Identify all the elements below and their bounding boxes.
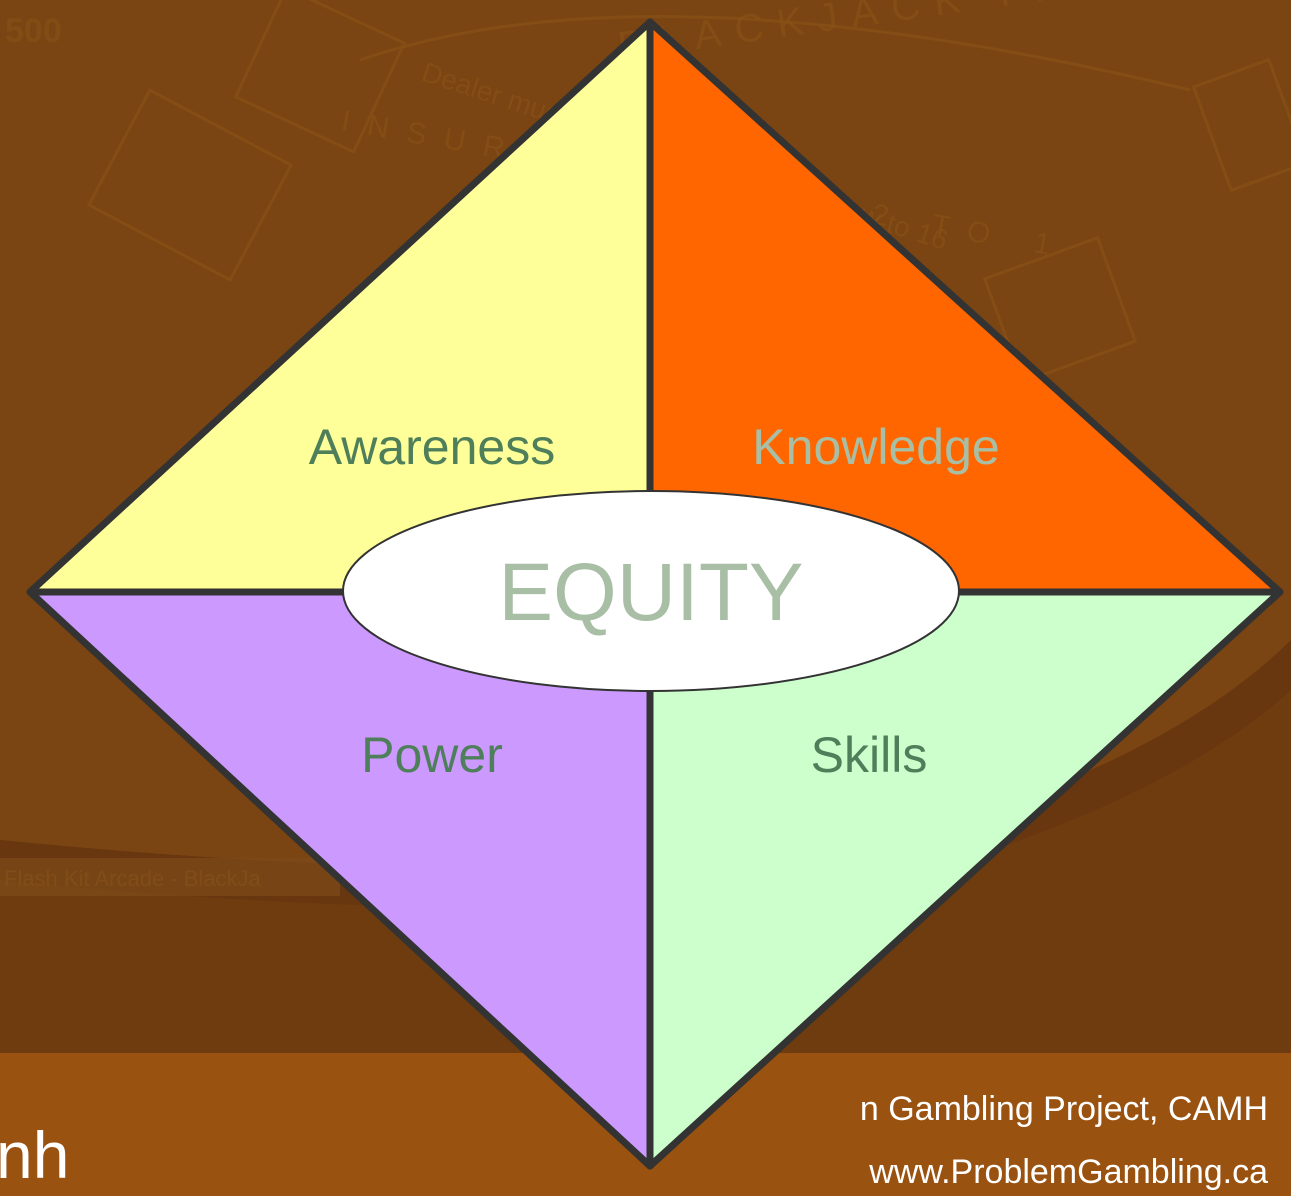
window-caption-bar <box>0 858 340 896</box>
felt-arc <box>359 15 1191 92</box>
knowledge-label: Knowledge <box>752 419 999 475</box>
window-caption: Flash Kit Arcade - BlackJa <box>4 866 262 891</box>
felt-card-box <box>86 88 294 282</box>
equity-ellipse <box>342 490 960 692</box>
top-left-number: 500 <box>5 12 62 50</box>
equity-label: EQUITY <box>498 547 803 638</box>
awareness-label: Awareness <box>309 419 555 475</box>
power-label: Power <box>361 727 503 783</box>
felt-card-box <box>1191 57 1291 193</box>
equity-diamond-diagram: Awareness Knowledge Power Skills EQUITY <box>26 18 1284 1170</box>
footer-url: www.ProblemGambling.ca <box>868 1153 1268 1191</box>
felt-card-box <box>233 0 407 154</box>
felt-card-boxes <box>86 0 1291 385</box>
footer-project: n Gambling Project, CAMH <box>860 1090 1268 1128</box>
felt-card-box <box>982 235 1138 385</box>
skills-label: Skills <box>811 727 928 783</box>
camh-logo-fragment: nh <box>0 1118 69 1192</box>
